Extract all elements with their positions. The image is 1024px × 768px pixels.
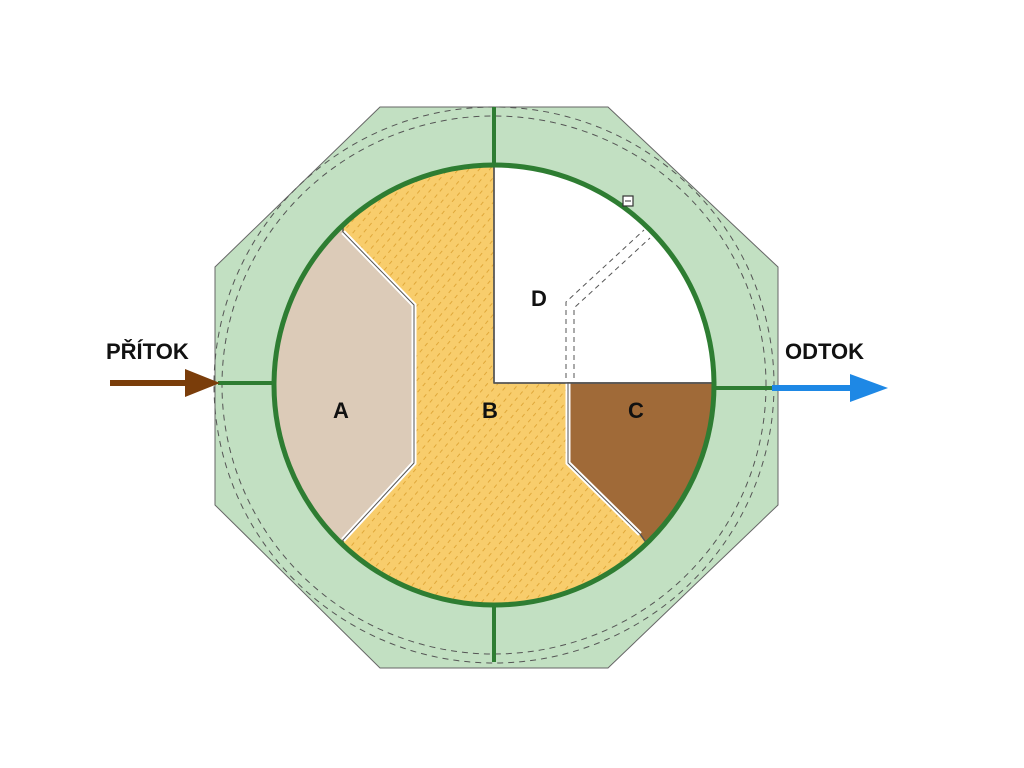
chamber-a-label: A — [333, 398, 349, 423]
chamber-b-label: B — [482, 398, 498, 423]
tank-ring — [271, 162, 717, 608]
chamber-d-label: D — [531, 286, 547, 311]
chamber-c-label: C — [628, 398, 644, 423]
wall-c-outline — [567, 383, 641, 535]
internal-pipe-dashed-2 — [573, 237, 651, 378]
inflow-arrow-head — [185, 369, 220, 397]
outflow-label: ODTOK — [785, 339, 864, 364]
internal-pipe-dashed — [565, 229, 645, 378]
outflow-arrow-head — [850, 374, 888, 402]
inflow-label: PŘÍTOK — [106, 339, 189, 364]
wall-a-outline — [342, 231, 415, 541]
